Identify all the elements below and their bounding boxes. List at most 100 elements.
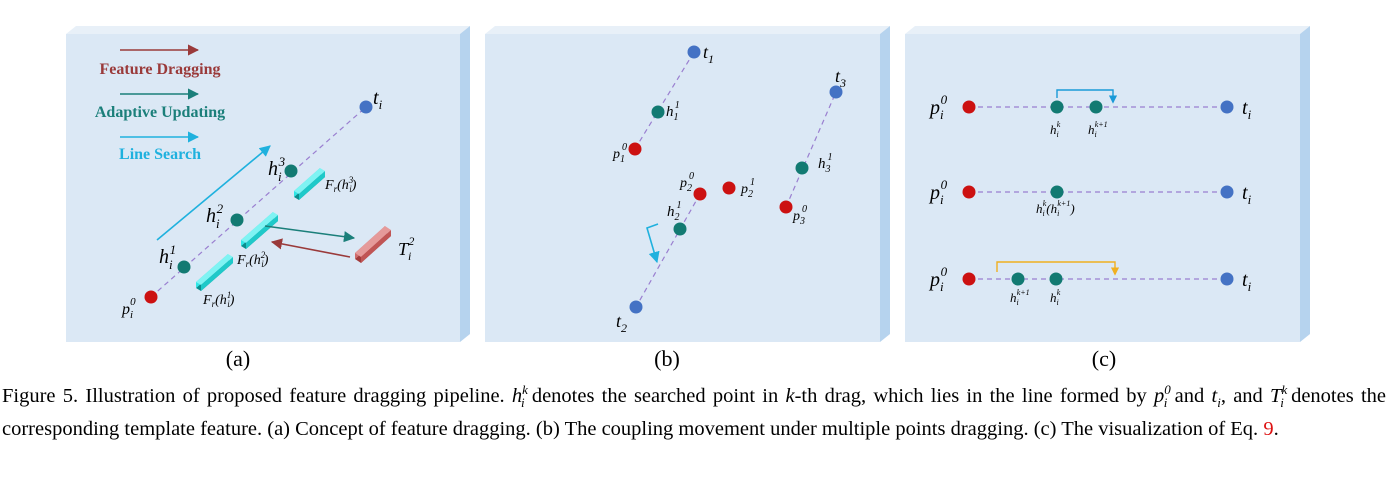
panel-c-row3-handle-point-k1 bbox=[1011, 272, 1025, 286]
panel-b-dashed-line-3 bbox=[785, 91, 837, 208]
panel-a-line-search-arrow bbox=[156, 145, 271, 241]
panel-b-label-t2: t2 bbox=[616, 311, 627, 335]
panel-c-row3-label-p: pi0 bbox=[928, 264, 948, 294]
panel-c-row2-label-h: hik(hik+1) bbox=[1036, 199, 1075, 218]
feature-bar-1 bbox=[196, 254, 233, 291]
caption-math-T: Tki bbox=[1270, 382, 1288, 410]
caption-math-h: hki bbox=[511, 382, 528, 410]
caption-text-2: denotes the searched point in bbox=[524, 384, 786, 407]
panel-b-face bbox=[485, 34, 880, 342]
panel-a-target-point bbox=[359, 100, 373, 114]
caption-math-t: ti bbox=[1211, 384, 1221, 410]
panel-b-label-p2-moved: p21 bbox=[740, 177, 755, 200]
panel-b-source-point-2-moved bbox=[722, 181, 736, 195]
panel-a-label-p: pi0 bbox=[121, 296, 136, 321]
panel-c-row3-label-t: ti bbox=[1242, 269, 1252, 294]
panel-c-row3-label-hk1: hik+1 bbox=[1010, 288, 1030, 307]
panel-c-row3-bracket-arrow bbox=[996, 261, 1120, 276]
panel-c-row3-label-hk: hik bbox=[1050, 288, 1061, 307]
panel-b-label-p2: p20 bbox=[679, 171, 694, 194]
panel-b-label-p3: p30 bbox=[792, 204, 807, 227]
panel-b-label-h1: h11 bbox=[666, 100, 680, 123]
panel-a-label-h1: hi1 bbox=[159, 242, 176, 272]
caption-text-7: . bbox=[1273, 417, 1279, 440]
panel-c-top bbox=[905, 26, 1310, 34]
panel-b-label-p1: p10 bbox=[612, 142, 627, 165]
sublabel-b: (b) bbox=[654, 346, 680, 371]
panel-a-label-T: Ti2 bbox=[398, 234, 414, 263]
feature-bar-3 bbox=[294, 168, 325, 200]
panel-b-handle-point-2 bbox=[673, 222, 687, 236]
panel-b-side bbox=[880, 26, 890, 342]
panel-c-row3-handle-point-k bbox=[1049, 272, 1063, 286]
panel-b-label-t1: t1 bbox=[703, 42, 714, 66]
panel-c-row1-label-hk: hik bbox=[1050, 120, 1061, 139]
panel-c-row1-label-t: ti bbox=[1242, 97, 1252, 122]
panel-b-dashed-line-1 bbox=[634, 51, 695, 150]
caption-eq-ref[interactable]: 9 bbox=[1263, 417, 1274, 440]
panel-c-row1-handle-point-k1 bbox=[1089, 100, 1103, 114]
caption-text-6: denotes the corresponding template featu… bbox=[2, 384, 1386, 440]
panel-b-dashed-line-2 bbox=[635, 193, 701, 308]
panel-c-row3-source-point bbox=[962, 272, 976, 286]
panel-c-row1-label-p: pi0 bbox=[928, 92, 948, 122]
panel-b-label-t3: t3 bbox=[835, 66, 846, 90]
caption-math-p: p0i bbox=[1154, 382, 1171, 410]
legend-feature-dragging: Feature Dragging bbox=[99, 61, 220, 78]
panel-c-row1-bracket-arrow bbox=[1056, 89, 1118, 104]
panel-b-source-point-3 bbox=[779, 200, 793, 214]
panel-b-source-point-2 bbox=[693, 187, 707, 201]
panel-b-line-search-arrow bbox=[646, 223, 660, 264]
panel-b: t1 h11 p10 p20 p21 h21 t2 t3 h31 p30 bbox=[485, 26, 890, 342]
sublabel-a: (a) bbox=[226, 346, 250, 371]
panel-a-label-h3: hi3 bbox=[268, 154, 286, 184]
panel-b-target-point-3 bbox=[829, 85, 843, 99]
panel-a: Feature Dragging Adaptive Updating Line … bbox=[66, 26, 470, 342]
caption-text-4: and bbox=[1167, 384, 1212, 407]
panel-c-row2-handle-point bbox=[1050, 185, 1064, 199]
panel-c-row1-target-point bbox=[1220, 100, 1234, 114]
panel-a-source-point bbox=[144, 290, 158, 304]
panel-b-top bbox=[485, 26, 890, 34]
figure-caption: Figure 5. Illustration of proposed featu… bbox=[2, 376, 1386, 443]
panel-b-target-point-2 bbox=[629, 300, 643, 314]
caption-text-3: -th drag, which lies in the line formed … bbox=[794, 384, 1155, 407]
sublabel-c: (c) bbox=[1092, 346, 1116, 371]
caption-text-1: Illustration of proposed feature draggin… bbox=[78, 384, 512, 407]
panel-c-row2-target-point bbox=[1220, 185, 1234, 199]
diagram-canvas: Feature Dragging Adaptive Updating Line … bbox=[66, 26, 1310, 371]
caption-math-k: k bbox=[785, 384, 795, 407]
panel-a-label-h2: hi2 bbox=[206, 201, 224, 231]
panel-a-dragging-arrow bbox=[270, 238, 351, 258]
panel-c-row1-label-hk1: hik+1 bbox=[1088, 120, 1108, 139]
panel-c-row1-source-point bbox=[962, 100, 976, 114]
panel-c-row1-handle-point-k bbox=[1050, 100, 1064, 114]
panel-a-handle-point-3 bbox=[284, 164, 298, 178]
legend-adaptive-updating: Adaptive Updating bbox=[95, 104, 225, 121]
panel-c-row3-target-point bbox=[1220, 272, 1234, 286]
panel-a-label-t: ti bbox=[373, 87, 383, 112]
panel-a-top bbox=[66, 26, 470, 34]
panel-b-handle-point-3 bbox=[795, 161, 809, 175]
panel-b-target-point-1 bbox=[687, 45, 701, 59]
panel-b-label-h3: h31 bbox=[818, 152, 833, 175]
panel-a-handle-point-2 bbox=[230, 213, 244, 227]
panel-a-face bbox=[66, 34, 460, 342]
caption-figure-label: Figure 5. bbox=[2, 384, 79, 407]
panel-a-adaptive-arrow bbox=[264, 225, 356, 243]
panel-c: pi0 ti hik hik+1 pi0 ti hik(hik+1) pi0 t… bbox=[905, 26, 1310, 342]
panel-a-handle-point-1 bbox=[177, 260, 191, 274]
panel-c-row2-label-p: pi0 bbox=[928, 177, 948, 207]
panel-b-source-point-1 bbox=[628, 142, 642, 156]
caption-text-5: , and bbox=[1220, 384, 1271, 407]
panel-a-side bbox=[460, 26, 470, 342]
legend-line-search: Line Search bbox=[119, 146, 201, 163]
template-feature-bar bbox=[355, 226, 391, 263]
panel-b-label-h2: h21 bbox=[667, 200, 682, 223]
panel-c-row2-label-t: ti bbox=[1242, 182, 1252, 207]
panel-c-side bbox=[1300, 26, 1310, 342]
